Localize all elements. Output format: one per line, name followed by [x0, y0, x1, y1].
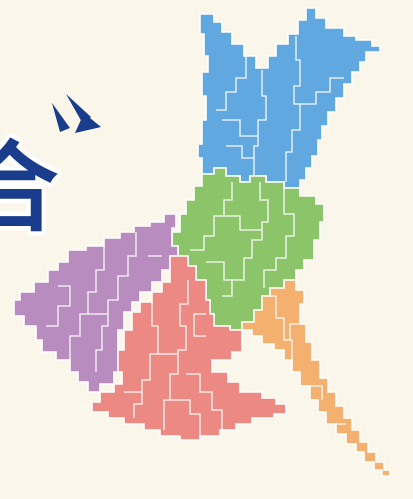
region-east[interactable] [241, 279, 391, 477]
heading-glyph: 合 合 [0, 127, 63, 251]
burst-lines-icon [52, 94, 101, 133]
heading-glyph-outline: 合 [0, 131, 58, 246]
heading-glyph-text: 合 [0, 131, 58, 246]
region-west[interactable] [13, 213, 179, 393]
region-south[interactable] [91, 255, 287, 441]
region-north[interactable] [197, 7, 381, 189]
